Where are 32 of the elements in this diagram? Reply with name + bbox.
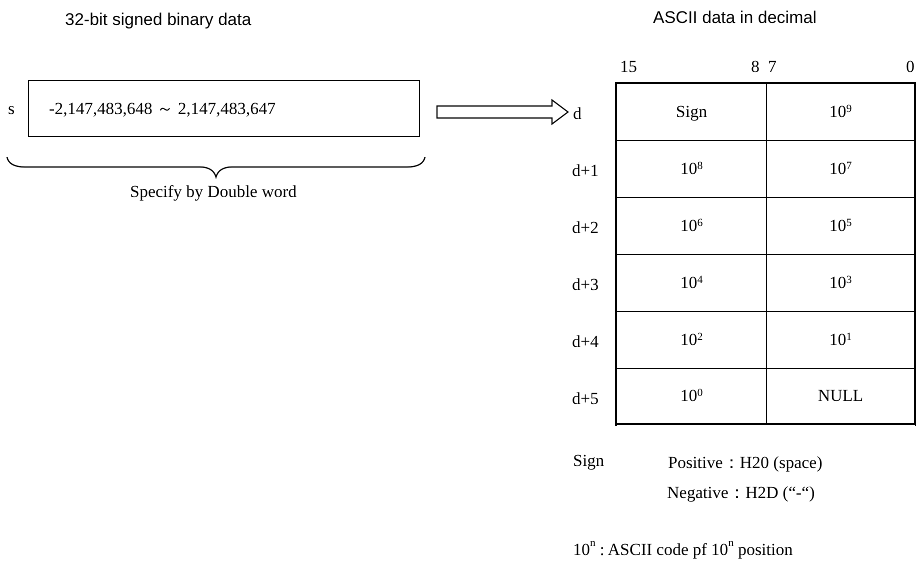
bit-number: 7 bbox=[768, 57, 776, 77]
row-label: d+1 bbox=[572, 161, 599, 181]
node-label: Specify by Double word bbox=[130, 182, 297, 202]
note-text: Negative：H2D (“-“) bbox=[667, 482, 815, 504]
table-cell: 10$^{4}$ bbox=[617, 255, 767, 312]
row-label: d+5 bbox=[572, 389, 599, 409]
table-cell: 10$^{9}$ bbox=[767, 84, 916, 141]
table-cell: 10$^{3}$ bbox=[767, 255, 916, 312]
table-cell: 10$^{7}$ bbox=[767, 141, 916, 198]
bit-number: 0 bbox=[906, 57, 914, 77]
value-field: -2,147,483,648 ～ 2,147,483,647 bbox=[28, 80, 420, 137]
note-text: 10$^{n}$ : ASCII code pf 10$^{n}$ position bbox=[573, 540, 793, 560]
note-text: Sign bbox=[573, 451, 604, 471]
table-cell: 10$^{6}$ bbox=[617, 198, 767, 255]
table-cell: 10$^{1}$ bbox=[767, 312, 916, 369]
note-text: Positive：H20 (space) bbox=[668, 452, 822, 474]
row-label: d bbox=[573, 104, 582, 124]
bit-number: 8 bbox=[751, 57, 760, 77]
bit-number: 15 bbox=[620, 57, 637, 77]
table-cell: Sign bbox=[617, 84, 767, 141]
table-cell: 10$^{0}$ bbox=[617, 369, 767, 424]
table-cell: 10$^{8}$ bbox=[617, 141, 767, 198]
row-label: d+2 bbox=[572, 218, 599, 238]
row-label: d+3 bbox=[572, 275, 599, 295]
table-cell: 10$^{5}$ bbox=[767, 198, 916, 255]
register-label: s bbox=[8, 99, 15, 119]
heading: 32-bit signed binary data bbox=[65, 10, 252, 30]
table-cell: NULL bbox=[767, 369, 916, 424]
row-label: d+4 bbox=[572, 332, 599, 352]
table-cell: 10$^{2}$ bbox=[617, 312, 767, 369]
heading: ASCII data in decimal bbox=[653, 8, 816, 28]
block-arrow bbox=[436, 98, 569, 126]
